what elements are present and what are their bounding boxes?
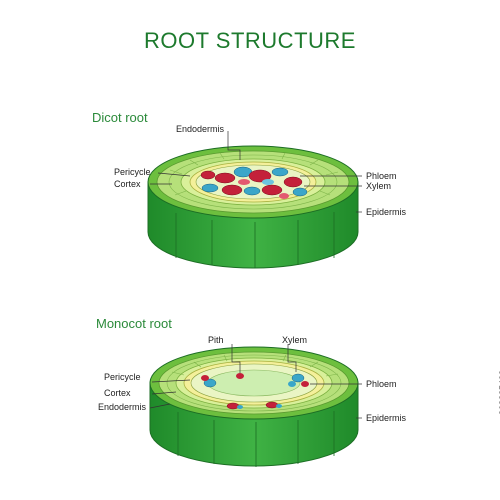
monocot-pith: [207, 369, 301, 397]
dicot-label-epidermis: Epidermis: [366, 207, 407, 217]
dicot-label-cortex: Cortex: [114, 179, 141, 189]
dicot-root-model: [147, 131, 362, 269]
dicot-heading: Dicot root: [92, 110, 148, 125]
dicot-label-phloem: Phloem: [366, 171, 397, 181]
monocot-heading: Monocot root: [96, 316, 172, 331]
monocot-vascular-bundles: [201, 373, 309, 410]
monocot-label-xylem: Xylem: [282, 335, 308, 345]
monocot-label-pericycle: Pericycle: [104, 372, 141, 382]
monocot-label-cortex: Cortex: [104, 388, 131, 398]
monocot-root-model: [149, 344, 362, 467]
monocot-label-endodermis: Endodermis: [98, 402, 147, 412]
dicot-vascular-core: [200, 166, 308, 199]
monocot-label-epidermis: Epidermis: [366, 413, 407, 423]
monocot-label-phloem: Phloem: [366, 379, 397, 389]
monocot-label-pith: Pith: [208, 335, 224, 345]
dicot-label-endodermis: Endodermis: [176, 124, 225, 134]
dicot-label-xylem: Xylem: [366, 181, 392, 191]
dicot-label-pericycle: Pericycle: [114, 167, 151, 177]
page-title: ROOT STRUCTURE: [144, 28, 356, 53]
